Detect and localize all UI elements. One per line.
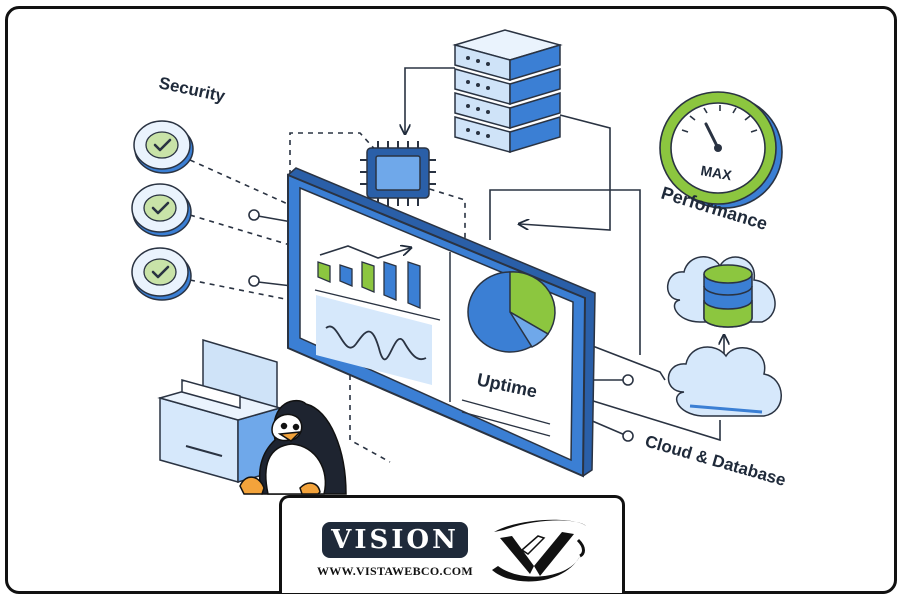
brand-emblem-icon	[492, 519, 586, 582]
pie-chart-icon	[467, 271, 556, 353]
gauge-max-label: MAX	[699, 162, 733, 183]
brand-box: VISION WWW.VISTAWEBCO.COM	[279, 495, 625, 593]
security-label: Security	[157, 73, 227, 106]
brand-name: VISION	[331, 525, 459, 555]
bar-chart-icon	[317, 246, 421, 309]
checkmark-icon	[133, 120, 194, 174]
security-checks	[131, 120, 194, 301]
database-icon	[703, 264, 753, 328]
connector-lines	[189, 67, 724, 463]
checkmark-icon	[131, 183, 192, 237]
brand-wordmark-plate: VISION	[322, 522, 468, 558]
penguin-icon	[239, 399, 347, 495]
connector-node	[622, 430, 634, 442]
checkmark-icon	[131, 247, 192, 301]
gauge-icon: MAX	[659, 91, 783, 209]
server-icon	[452, 29, 563, 154]
cpu-chip-icon	[360, 141, 436, 206]
cloud-icon	[667, 346, 782, 417]
waveform-line	[325, 325, 427, 361]
connector-node	[248, 209, 260, 221]
monitor-dashboard: Uptime	[286, 167, 596, 478]
cloud-database-label: Cloud & Database	[643, 432, 788, 490]
waveform-panel	[316, 295, 432, 385]
connector-node	[622, 374, 634, 386]
cloud-database-group	[666, 256, 782, 417]
connector-node	[248, 275, 260, 287]
brand-url: WWW.VISTAWEBCO.COM	[316, 564, 474, 578]
box-icon	[157, 338, 283, 483]
